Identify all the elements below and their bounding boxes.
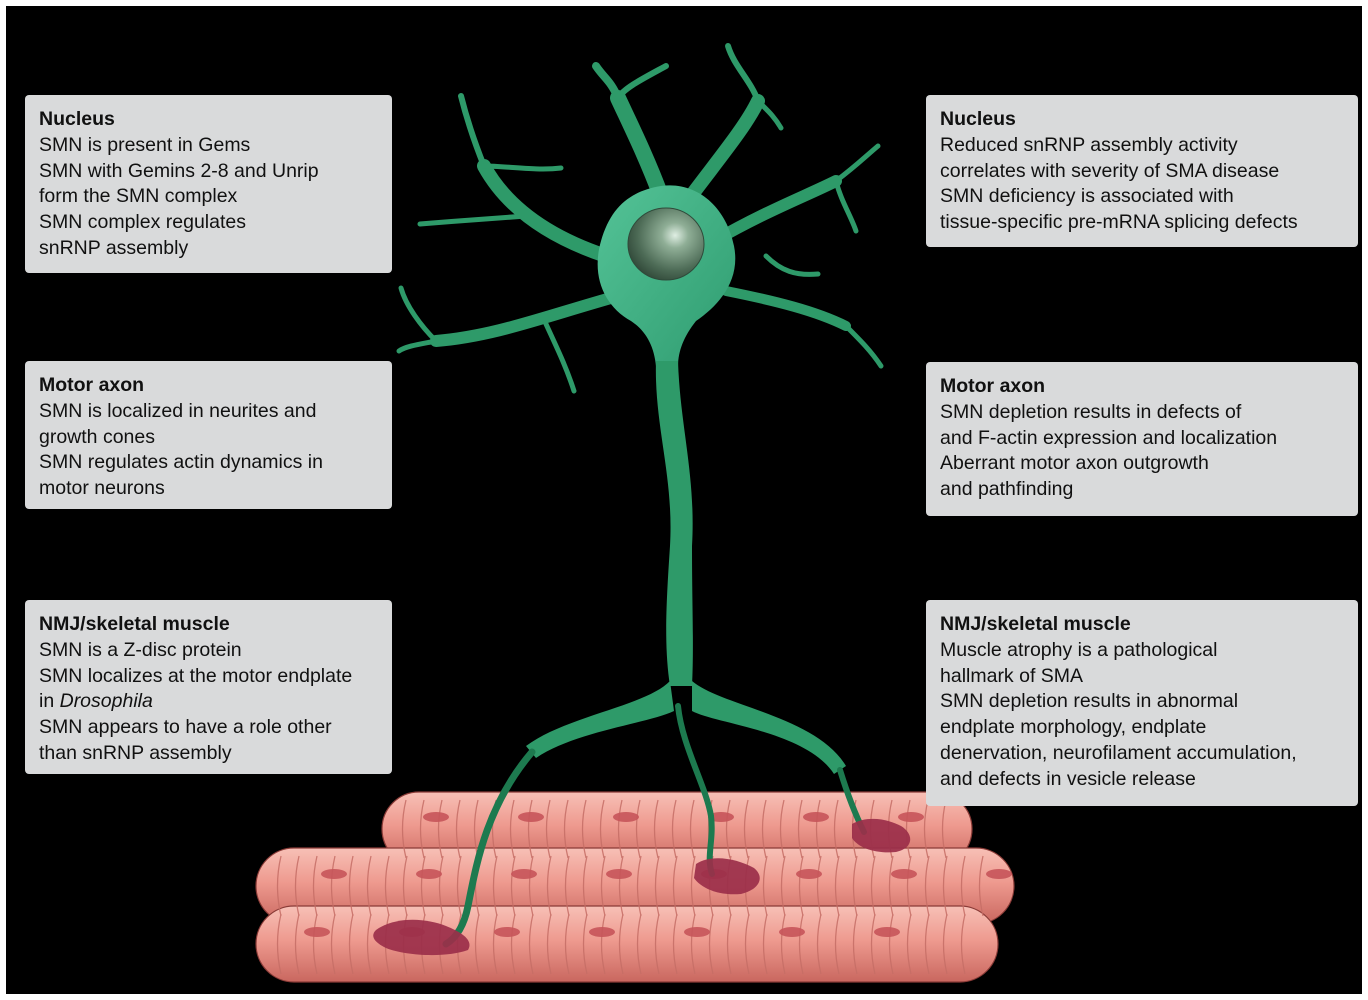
left-nucleus-line: SMN is present in Gems: [39, 133, 378, 159]
right-motor-axon-box: Motor axon SMN depletion results in defe…: [926, 362, 1358, 516]
nucleus-sphere: [628, 208, 704, 280]
left-nmj-line-prefix: in: [39, 690, 60, 712]
left-nucleus-line: SMN complex regulates: [39, 210, 378, 236]
muscle-nucleus: [321, 869, 347, 879]
muscle-nucleus: [606, 869, 632, 879]
muscle-nucleus: [613, 812, 639, 822]
muscle-fibers: [256, 792, 1014, 982]
muscle-nucleus: [796, 869, 822, 879]
left-nmj-line: SMN localizes at the motor endplate: [39, 664, 378, 690]
right-nucleus-line: correlates with severity of SMA disease: [940, 159, 1344, 185]
muscle-nucleus: [874, 927, 900, 937]
right-motor-axon-title: Motor axon: [940, 374, 1344, 400]
axon: [656, 361, 693, 686]
left-motor-axon-title: Motor axon: [39, 373, 378, 399]
left-nucleus-line: SMN with Gemins 2-8 and Unrip: [39, 159, 378, 185]
muscle-nucleus: [304, 927, 330, 937]
diagram-canvas: Nucleus SMN is present in Gems SMN with …: [6, 6, 1362, 994]
right-nmj-line: hallmark of SMA: [940, 664, 1344, 690]
right-nucleus-title: Nucleus: [940, 107, 1344, 133]
muscle-nucleus: [518, 812, 544, 822]
left-nmj-line-drosophila: in Drosophila: [39, 689, 378, 715]
left-nmj-line: SMN is a Z-disc protein: [39, 638, 378, 664]
right-nmj-box: NMJ/skeletal muscle Muscle atrophy is a …: [926, 600, 1358, 806]
right-nmj-line: and defects in vesicle release: [940, 767, 1344, 793]
left-nmj-line: SMN appears to have a role other: [39, 715, 378, 741]
right-motor-axon-line: and pathfinding: [940, 477, 1344, 503]
muscle-nucleus: [891, 869, 917, 879]
right-nmj-title: NMJ/skeletal muscle: [940, 612, 1344, 638]
right-nucleus-box: Nucleus Reduced snRNP assembly activity …: [926, 95, 1358, 247]
muscle-nucleus: [986, 869, 1012, 879]
left-motor-axon-line: growth cones: [39, 425, 378, 451]
muscle-nucleus: [779, 927, 805, 937]
left-nucleus-box: Nucleus SMN is present in Gems SMN with …: [25, 95, 392, 273]
right-nmj-line: Muscle atrophy is a pathological: [940, 638, 1344, 664]
muscle-nucleus: [589, 927, 615, 937]
right-nucleus-line: Reduced snRNP assembly activity: [940, 133, 1344, 159]
muscle-nucleus: [416, 869, 442, 879]
right-nucleus-line: tissue-specific pre-mRNA splicing defect…: [940, 210, 1344, 236]
right-motor-axon-line: SMN depletion results in defects of: [940, 400, 1344, 426]
left-nucleus-title: Nucleus: [39, 107, 378, 133]
right-nmj-line: endplate morphology, endplate: [940, 715, 1344, 741]
left-nucleus-line: snRNP assembly: [39, 236, 378, 262]
drosophila-italic: Drosophila: [60, 690, 153, 712]
left-nucleus-line: form the SMN complex: [39, 184, 378, 210]
right-motor-axon-line: Aberrant motor axon outgrowth: [940, 451, 1344, 477]
left-motor-axon-box: Motor axon SMN is localized in neurites …: [25, 361, 392, 509]
left-nmj-line: than snRNP assembly: [39, 741, 378, 767]
muscle-nucleus: [684, 927, 710, 937]
left-nmj-box: NMJ/skeletal muscle SMN is a Z-disc prot…: [25, 600, 392, 774]
muscle-nucleus: [803, 812, 829, 822]
left-motor-axon-line: SMN regulates actin dynamics in: [39, 450, 378, 476]
right-nucleus-line: SMN deficiency is associated with: [940, 184, 1344, 210]
left-motor-axon-line: motor neurons: [39, 476, 378, 502]
left-motor-axon-line: SMN is localized in neurites and: [39, 399, 378, 425]
right-nmj-line: denervation, neurofilament accumulation,: [940, 741, 1344, 767]
right-nmj-line: SMN depletion results in abnormal: [940, 689, 1344, 715]
muscle-nucleus: [423, 812, 449, 822]
left-nmj-title: NMJ/skeletal muscle: [39, 612, 378, 638]
muscle-nucleus: [511, 869, 537, 879]
muscle-nucleus: [494, 927, 520, 937]
muscle-nucleus: [898, 812, 924, 822]
right-motor-axon-line: and F-actin expression and localization: [940, 426, 1344, 452]
